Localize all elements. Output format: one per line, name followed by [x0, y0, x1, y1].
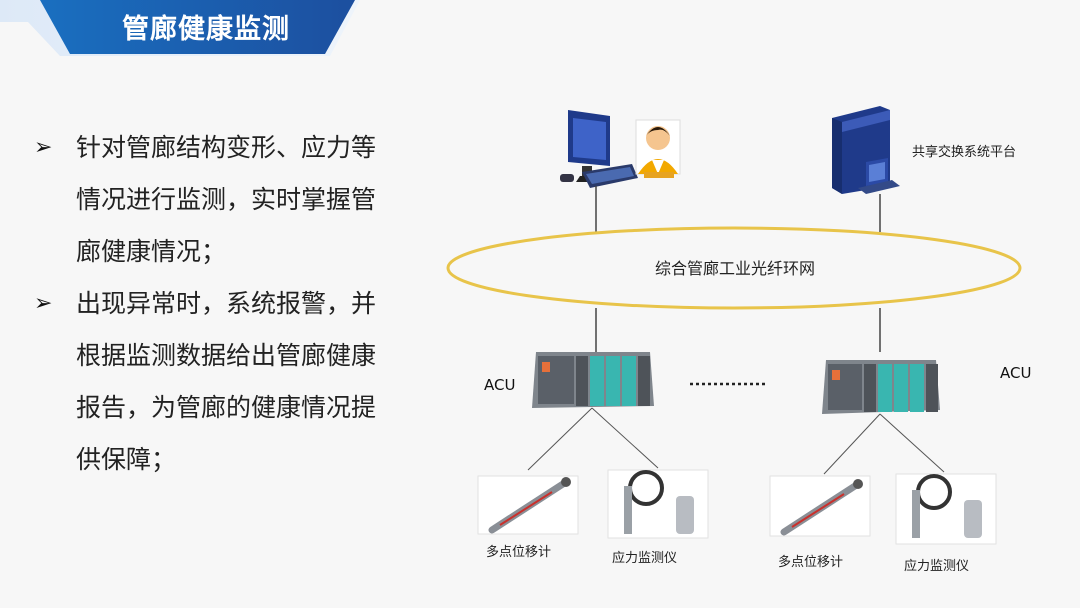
- connector-line: [880, 414, 944, 472]
- bullet-item: ➢ 出现异常时，系统报警，并根据监测数据给出管廊健康报告，为管廊的健康情况提供保…: [30, 278, 390, 486]
- acu-label-right: ACU: [1000, 364, 1031, 382]
- connector-line: [528, 408, 592, 470]
- bullet-text: 针对管廊结构变形、应力等情况进行监测，实时掌握管廊健康情况；: [76, 133, 376, 266]
- displacement-meter-icon: [478, 476, 578, 534]
- sensor-label: 多点位移计: [778, 554, 843, 570]
- workstation-icon: [560, 110, 638, 188]
- stress-monitor-icon: [608, 470, 708, 538]
- acu-rack-icon: [532, 352, 654, 408]
- sensor-label: 多点位移计: [486, 544, 551, 560]
- operator-icon: [636, 120, 680, 178]
- arrow-bullet-icon: ➢: [34, 122, 64, 174]
- acu-label-left: ACU: [484, 376, 515, 394]
- connector-line: [824, 414, 880, 474]
- server-icon: [832, 106, 900, 194]
- arrow-bullet-icon: ➢: [34, 278, 64, 330]
- platform-label: 共享交换系统平台: [912, 144, 1016, 160]
- bullet-list: ➢ 针对管廊结构变形、应力等情况进行监测，实时掌握管廊健康情况； ➢ 出现异常时…: [30, 122, 390, 486]
- displacement-meter-icon: [770, 476, 870, 536]
- page-title: 管廊健康监测: [122, 10, 290, 50]
- bullet-text: 出现异常时，系统报警，并根据监测数据给出管廊健康报告，为管廊的健康情况提供保障；: [76, 289, 376, 474]
- sensor-label: 应力监测仪: [612, 550, 677, 566]
- network-diagram: 共享交换系统平台 综合管廊工业光纤环网 ACU ACU: [440, 90, 1060, 590]
- ring-label: 综合管廊工业光纤环网: [655, 259, 815, 278]
- connector-line: [592, 408, 658, 468]
- sensor-label: 应力监测仪: [904, 558, 969, 574]
- stress-monitor-icon: [896, 474, 996, 544]
- acu-rack-icon: [822, 360, 940, 414]
- bullet-item: ➢ 针对管廊结构变形、应力等情况进行监测，实时掌握管廊健康情况；: [30, 122, 390, 278]
